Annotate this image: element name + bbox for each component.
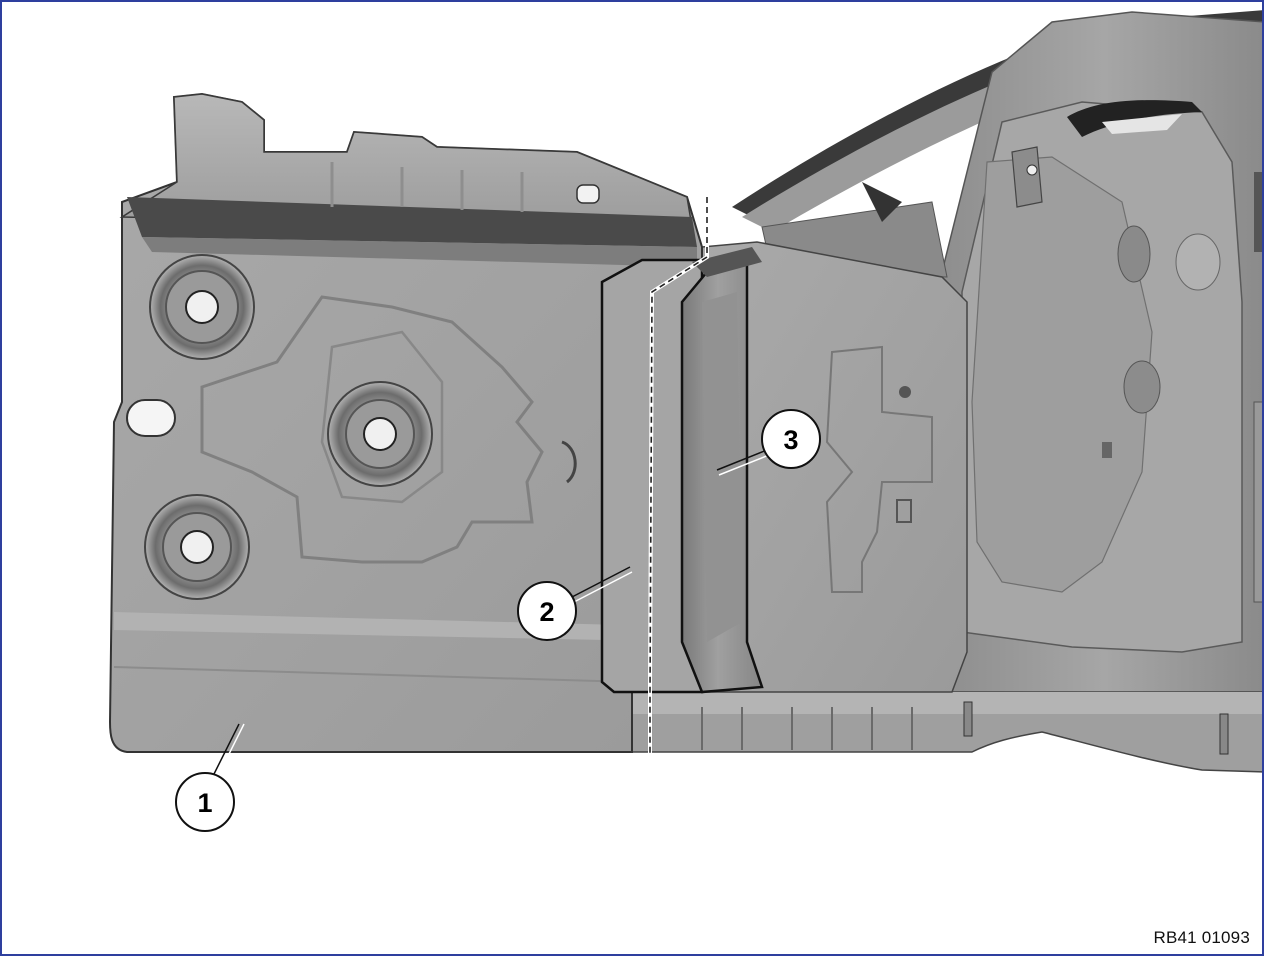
mounting-boss-center xyxy=(327,381,433,487)
reinforcement-panel-3 xyxy=(701,241,968,693)
mounting-boss-lower-left xyxy=(144,494,250,600)
callout-2: 2 xyxy=(517,566,633,641)
callout-2-label: 2 xyxy=(539,597,554,627)
mounting-boss-upper-left xyxy=(149,254,255,360)
callout-1: 1 xyxy=(175,723,245,832)
callout-1-label: 1 xyxy=(197,788,212,818)
callout-3: 3 xyxy=(716,409,821,476)
figure-reference-code: RB41 01093 xyxy=(1153,928,1250,947)
callout-3-label: 3 xyxy=(783,425,798,455)
